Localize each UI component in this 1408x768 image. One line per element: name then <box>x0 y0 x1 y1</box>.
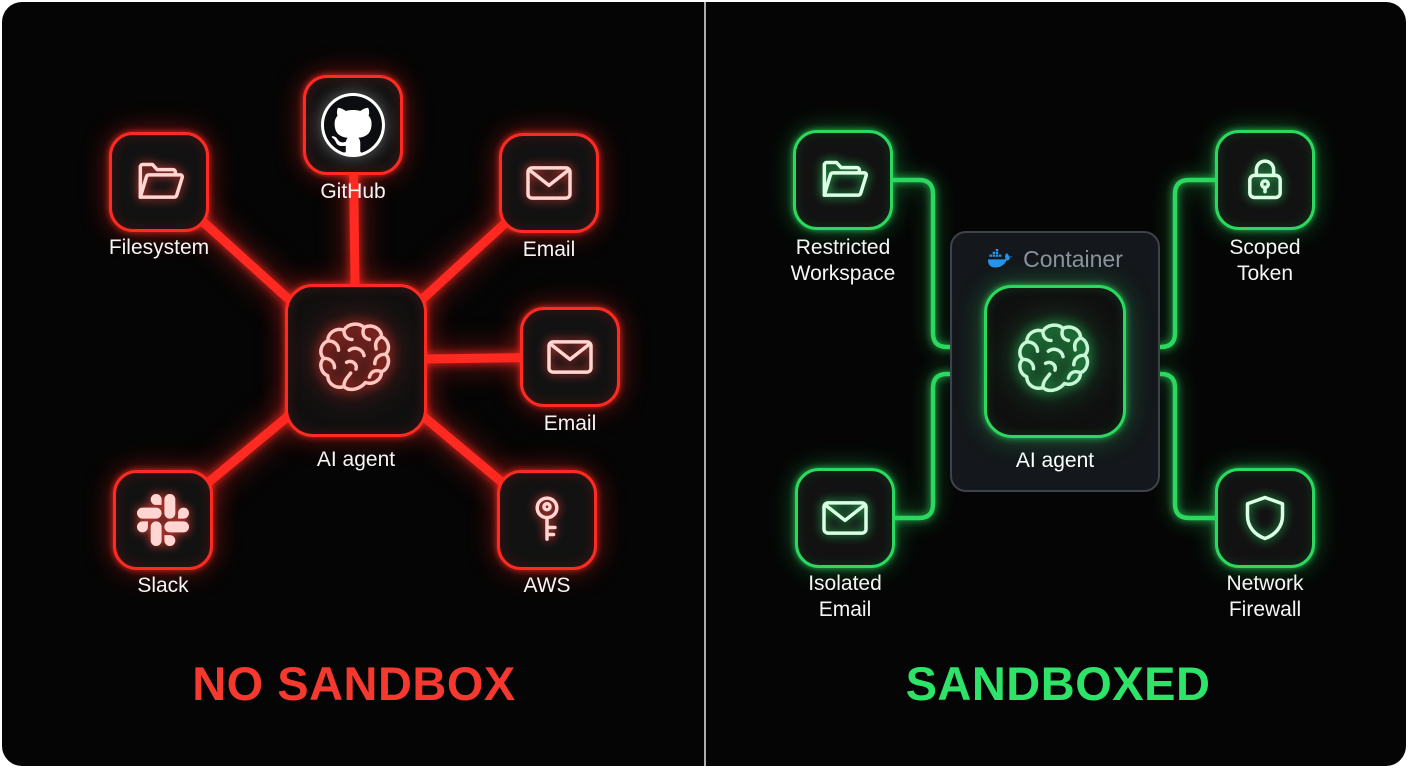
node-network-firewall <box>1215 468 1315 568</box>
node-slack <box>113 470 213 570</box>
node-email-right <box>520 307 620 407</box>
slack-icon <box>137 494 189 546</box>
docker-icon <box>987 246 1014 273</box>
brain-icon <box>313 318 399 404</box>
envelope-icon <box>521 155 577 211</box>
lock-icon <box>1237 152 1293 208</box>
node-label-email-top: Email <box>522 238 576 261</box>
brain-icon <box>1012 319 1098 405</box>
node-email-top <box>499 133 599 233</box>
node-label-aws: AWS <box>523 574 571 597</box>
container-box: Container AI agent <box>950 231 1160 492</box>
node-label-ai-agent-right: AI agent <box>1015 449 1095 472</box>
sandboxed-title: SANDBOXED <box>905 657 1211 710</box>
node-ai-agent-right <box>984 285 1126 438</box>
node-label-restricted-workspace: Restricted Workspace <box>790 236 896 286</box>
node-label-filesystem: Filesystem <box>108 236 210 259</box>
node-label-email-right: Email <box>543 412 597 435</box>
github-icon <box>321 93 385 157</box>
node-restricted-workspace <box>793 130 893 230</box>
node-label-ai-agent-left: AI agent <box>316 448 396 471</box>
node-scoped-token <box>1215 130 1315 230</box>
container-header: Container <box>987 246 1123 273</box>
shield-icon <box>1237 490 1293 546</box>
node-label-isolated-email: Isolated Email <box>808 572 882 622</box>
no-sandbox-title: NO SANDBOX <box>192 657 516 710</box>
folder-icon <box>131 154 187 210</box>
node-filesystem <box>109 132 209 232</box>
envelope-icon <box>817 490 873 546</box>
panel-divider <box>704 2 706 766</box>
node-label-slack: Slack <box>137 574 189 597</box>
node-label-network-firewall: Network Firewall <box>1226 572 1304 622</box>
node-label-scoped-token: Scoped Token <box>1229 236 1301 286</box>
node-github <box>303 75 403 175</box>
node-isolated-email <box>795 468 895 568</box>
envelope-icon <box>542 329 598 385</box>
container-label: Container <box>1023 246 1123 272</box>
node-label-github: GitHub <box>320 180 386 203</box>
folder-icon <box>815 152 871 208</box>
node-aws <box>497 470 597 570</box>
key-icon <box>519 492 575 548</box>
node-ai-agent-left <box>285 284 427 437</box>
